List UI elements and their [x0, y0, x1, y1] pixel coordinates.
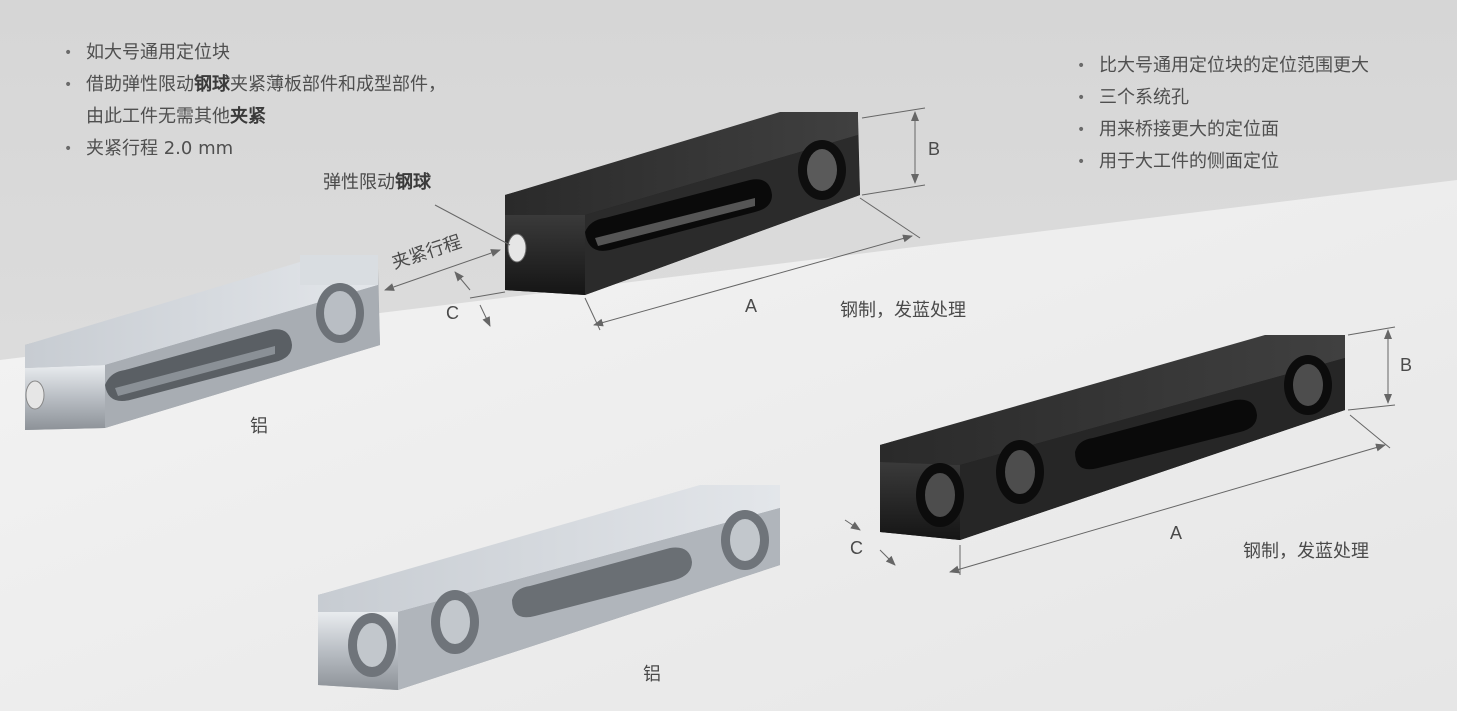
- material-label-alu-top: 铝: [250, 416, 268, 437]
- feature-item: 用于大工件的侧面定位: [1077, 146, 1369, 178]
- material-label-steel-bottom: 钢制，发蓝处理: [1243, 541, 1369, 562]
- feature-item: 夹紧行程 2.0 mm: [64, 133, 446, 165]
- ball-label-bold: 钢球: [395, 172, 431, 193]
- feature-text-bold: 钢球: [194, 74, 230, 95]
- steel-block-short: [505, 112, 860, 295]
- feature-text: 由此工件无需其他: [86, 106, 230, 127]
- feature-text: 夹紧薄板部件和成型部件，: [230, 74, 446, 95]
- dimension-lines-top: [384, 107, 926, 331]
- feature-text: 借助弹性限动: [86, 74, 194, 95]
- ball-label: 弹性限动钢球: [323, 168, 431, 194]
- dimension-c-label: C: [446, 303, 459, 323]
- dimension-c-label: C: [850, 538, 863, 558]
- dimension-b-label: B: [928, 139, 941, 159]
- feature-item: 如大号通用定位块: [64, 37, 446, 69]
- aluminium-block-short: [25, 255, 380, 430]
- feature-list-right: 比大号通用定位块的定位范围更大 三个系统孔 用来桥接更大的定位面 用于大工件的侧…: [1077, 50, 1369, 178]
- feature-text: 夹紧行程 2.0 mm: [86, 138, 234, 159]
- dimension-lines-bottom: [844, 326, 1396, 575]
- feature-text: 如大号通用定位块: [86, 42, 230, 63]
- feature-item: 用来桥接更大的定位面: [1077, 114, 1369, 146]
- steel-block-long: [880, 335, 1345, 540]
- feature-item: 三个系统孔: [1077, 82, 1369, 114]
- feature-list-left: 如大号通用定位块 借助弹性限动钢球夹紧薄板部件和成型部件， 由此工件无需其他夹紧…: [64, 37, 446, 165]
- feature-item: 比大号通用定位块的定位范围更大: [1077, 50, 1369, 82]
- dimension-a-label: A: [745, 296, 758, 316]
- feature-text: 比大号通用定位块的定位范围更大: [1099, 55, 1369, 76]
- feature-item: 借助弹性限动钢球夹紧薄板部件和成型部件， 由此工件无需其他夹紧: [64, 69, 446, 133]
- feature-text: 用来桥接更大的定位面: [1099, 119, 1279, 140]
- material-label-alu-bottom: 铝: [643, 664, 661, 685]
- aluminium-block-long: [318, 485, 780, 690]
- dimension-b-label: B: [1400, 355, 1413, 375]
- feature-text-bold: 夹紧: [230, 106, 266, 127]
- material-label-steel-top: 钢制，发蓝处理: [840, 300, 966, 321]
- ball-label-text: 弹性限动: [323, 172, 395, 193]
- dimension-a-label: A: [1170, 523, 1183, 543]
- feature-text: 用于大工件的侧面定位: [1099, 151, 1279, 172]
- feature-text: 三个系统孔: [1099, 87, 1189, 108]
